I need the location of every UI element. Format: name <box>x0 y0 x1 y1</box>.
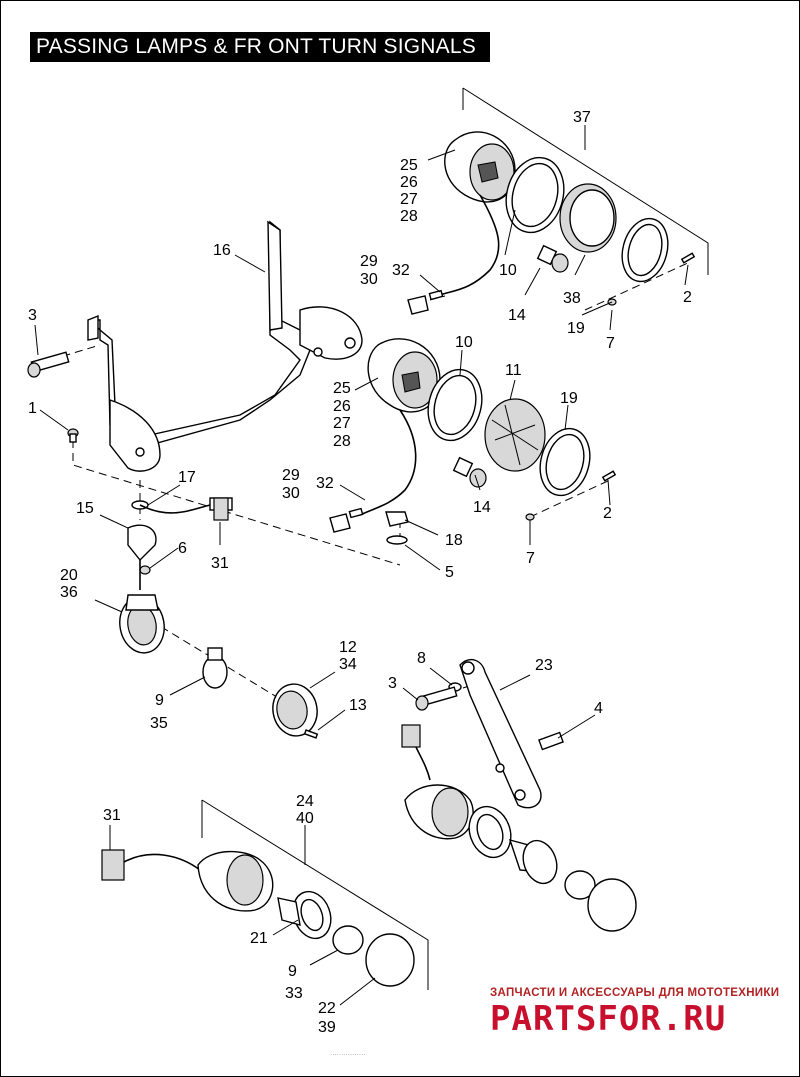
callout-18: 18 <box>445 532 463 549</box>
callout-32-lower: 32 <box>316 475 334 492</box>
callout-30: 30 <box>360 271 378 288</box>
callout-29-lower: 29 <box>282 467 300 484</box>
mount-bracket <box>87 220 363 472</box>
callout-14: 14 <box>508 307 526 324</box>
callout-4: 4 <box>594 700 603 717</box>
callout-37: 37 <box>573 109 591 126</box>
callout-9: 9 <box>155 692 164 709</box>
callout-10: 10 <box>499 262 517 279</box>
callout-26-lower: 26 <box>333 398 351 415</box>
lower-lamp-assembly <box>329 338 617 545</box>
watermark: ЗАПЧАСТИ И АКСЕССУАРЫ ДЛЯ МОТОТЕХНИКИ PA… <box>490 987 779 1039</box>
callout-25: 25 <box>400 157 418 174</box>
callout-19: 19 <box>567 320 585 337</box>
page-title: PASSING LAMPS & FR ONT TURN SIGNALS <box>30 32 490 62</box>
callout-14-lower: 14 <box>473 499 491 516</box>
callout-29: 29 <box>360 253 378 270</box>
screw-1 <box>67 428 79 443</box>
callout-39: 39 <box>318 1019 336 1036</box>
footer-fine-print: ................ <box>330 1048 366 1057</box>
callout-17: 17 <box>178 469 196 486</box>
watermark-brand: PARTSFOR.RU <box>490 999 726 1039</box>
callout-33: 33 <box>285 985 303 1002</box>
callout-27: 27 <box>400 191 418 208</box>
right-signal-assembly <box>401 658 637 932</box>
callout-1: 1 <box>28 400 37 417</box>
callout-12: 12 <box>339 639 357 656</box>
callout-31-bottom: 31 <box>103 807 121 824</box>
callout-13: 13 <box>349 697 367 714</box>
callout-22: 22 <box>318 1000 336 1017</box>
callout-38: 38 <box>563 290 581 307</box>
callout-9-bottom: 9 <box>288 963 297 980</box>
leader-lines <box>34 125 689 1006</box>
callout-34: 34 <box>339 656 357 673</box>
callout-21: 21 <box>250 930 268 947</box>
callout-3-right: 3 <box>388 675 397 692</box>
callout-20: 20 <box>60 567 78 584</box>
callout-8: 8 <box>417 650 426 667</box>
bolt-3-left <box>27 351 70 378</box>
callout-25-lower: 25 <box>333 380 351 397</box>
callout-16: 16 <box>213 242 231 259</box>
callout-11: 11 <box>505 362 522 379</box>
callout-24: 24 <box>296 793 314 810</box>
callout-27-lower: 27 <box>333 415 351 432</box>
front-bulb-and-lens <box>202 647 319 739</box>
callout-26: 26 <box>400 174 418 191</box>
callout-30-lower: 30 <box>282 485 300 502</box>
callout-28-lower: 28 <box>333 433 351 450</box>
callout-15: 15 <box>76 500 94 517</box>
callout-7-lower: 7 <box>526 550 535 567</box>
upper-lamp-assembly <box>407 87 709 315</box>
callout-2: 2 <box>683 289 692 306</box>
callout-10-lower: 10 <box>455 334 473 351</box>
callout-31: 31 <box>211 555 229 572</box>
callout-5: 5 <box>445 564 454 581</box>
callout-7: 7 <box>606 335 615 352</box>
callout-6: 6 <box>178 540 187 557</box>
callout-35: 35 <box>150 715 168 732</box>
callout-19-lower: 19 <box>560 390 578 407</box>
left-signal-housing <box>119 497 233 654</box>
callout-2-lower: 2 <box>603 505 612 522</box>
bottom-signal-assembly <box>101 799 429 990</box>
watermark-subtitle: ЗАПЧАСТИ И АКСЕССУАРЫ ДЛЯ МОТОТЕХНИКИ <box>490 987 779 999</box>
callout-32: 32 <box>392 262 410 279</box>
callout-40: 40 <box>296 810 314 827</box>
callout-23: 23 <box>535 657 553 674</box>
callout-36: 36 <box>60 584 78 601</box>
callout-3: 3 <box>28 307 37 324</box>
callout-labels: 37 25 26 27 28 29 30 32 10 14 38 19 7 2 … <box>28 109 692 1036</box>
callout-28: 28 <box>400 208 418 225</box>
